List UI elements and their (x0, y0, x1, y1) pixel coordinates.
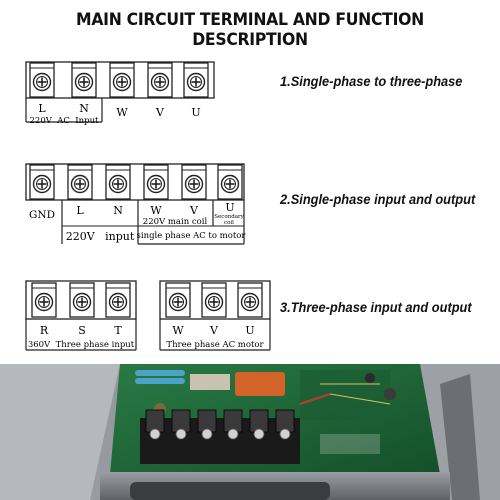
terminal-screw-icon (29, 62, 55, 98)
diagram-2: GND L N W V U 220V main coil Secondary c… (25, 163, 247, 245)
terminal-label: L (38, 102, 46, 115)
terminal-screw-icon (165, 282, 191, 318)
terminal-screw-icon (217, 164, 243, 200)
page-title: MAIN CIRCUIT TERMINAL AND FUNCTION DESCR… (76, 10, 424, 50)
group-label: 220V AC Input (30, 116, 100, 126)
diagram-3: R S T 360V Three phase input W V U Three… (25, 280, 271, 351)
terminal-screw-icon (147, 62, 173, 98)
main-coil-label: 220V main coil (143, 217, 208, 227)
terminal-screw-icon (237, 282, 263, 318)
terminal-diagrams: L N W V U 220V AC Input GND L N W V U 22… (25, 61, 271, 351)
terminal-label: U (225, 201, 234, 214)
terminal-screw-icon (201, 282, 227, 318)
terminal-screw-icon (71, 62, 97, 98)
terminal-label: N (113, 204, 123, 217)
group-label: Three phase AC motor (166, 340, 264, 350)
terminal-label: W (116, 106, 128, 119)
terminal-label: W (172, 324, 184, 337)
terminal-screw-icon (105, 164, 131, 200)
device-photo (0, 364, 500, 500)
terminal-label: U (245, 324, 254, 337)
terminal-screw-icon (29, 164, 55, 200)
terminal-label: V (155, 106, 165, 119)
terminal-label: L (76, 204, 84, 217)
terminal-screw-icon (69, 282, 95, 318)
caption-3: 3.Three-phase input and output (280, 300, 472, 315)
caption-1: 1.Single-phase to three-phase (280, 74, 463, 89)
terminal-label: S (78, 324, 86, 337)
secondary-coil-label: coil (224, 220, 234, 226)
terminal-label: V (209, 324, 219, 337)
output-label: single phase AC to motor (137, 231, 247, 241)
inverter-board-illustration (0, 364, 500, 500)
terminal-screw-icon (143, 164, 169, 200)
terminal-label: U (191, 106, 200, 119)
caption-2: 2.Single-phase input and output (280, 192, 476, 207)
terminal-screw-icon (183, 62, 209, 98)
diagram-1: L N W V U 220V AC Input (25, 61, 215, 126)
terminal-screw-icon (105, 282, 131, 318)
terminal-label: N (79, 102, 89, 115)
group-label: 360V Three phase input (28, 340, 135, 350)
terminal-label: V (189, 204, 199, 217)
terminal-screw-icon (109, 62, 135, 98)
secondary-coil-label: Secondary (214, 214, 244, 220)
terminal-screw-icon (67, 164, 93, 200)
gnd-label: GND (29, 209, 55, 221)
input-label: 220V input (66, 230, 135, 243)
terminal-label: R (40, 324, 49, 337)
terminal-screw-icon (181, 164, 207, 200)
terminal-screw-icon (31, 282, 57, 318)
terminal-label: T (114, 324, 122, 337)
terminal-label: W (150, 204, 162, 217)
